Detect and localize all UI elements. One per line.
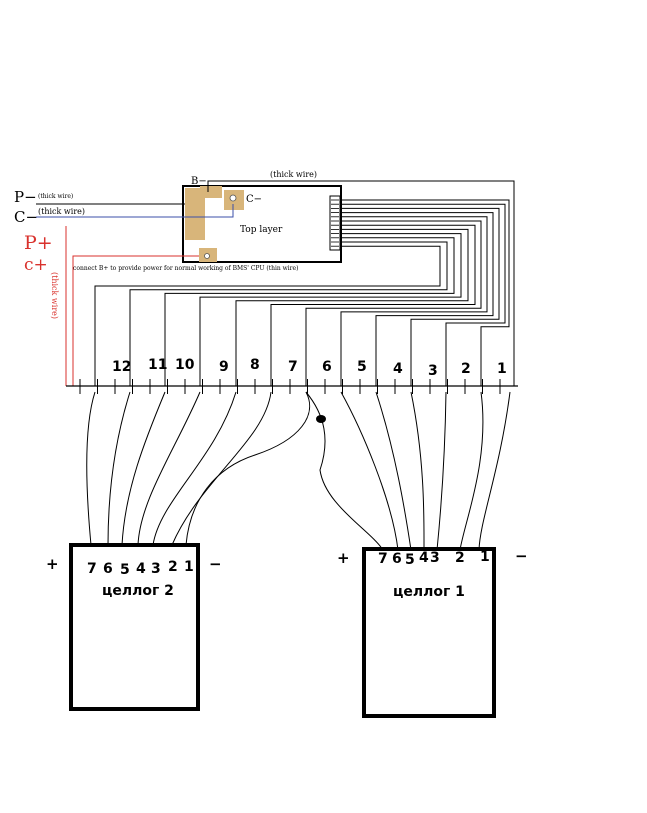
pack2-pin-5: 5 <box>120 562 130 578</box>
p-minus-note: (thick wire) <box>38 193 73 200</box>
pack-2: + − 7 6 5 4 3 2 1 целлог 2 <box>46 543 222 711</box>
balance-wire <box>94 245 441 386</box>
tap-label-1: 1 <box>497 361 507 377</box>
pack2-plus: + <box>46 555 59 573</box>
pack2-box <box>69 543 200 711</box>
balance-wire <box>164 237 455 386</box>
balance-wire <box>270 224 476 386</box>
wire-pack2-1 <box>185 391 311 546</box>
p-plus-label: P+ <box>24 232 53 254</box>
pack2-pin-6: 6 <box>103 561 113 577</box>
tap-label-3: 3 <box>428 363 438 379</box>
c-minus-note: (thick wire) <box>38 207 85 216</box>
tap-label-12: 12 <box>112 359 131 375</box>
b-minus-thick-wire <box>207 180 515 386</box>
pack1-pin-3: 3 <box>430 550 440 566</box>
pack1-box <box>362 547 496 718</box>
wire-pack2-2 <box>171 391 272 546</box>
board-title: Top layer <box>240 225 283 235</box>
pack1-pin-1: 1 <box>480 549 490 565</box>
p-minus-label: P− <box>14 188 37 206</box>
pack2-pin-2: 2 <box>168 559 178 575</box>
wire-pack2-7 <box>86 391 96 546</box>
tap-bus: 12 11 10 9 8 7 6 5 4 3 2 1 <box>66 357 518 394</box>
balance-wire <box>235 228 469 386</box>
pack1-minus: − <box>515 547 528 565</box>
tap-label-9: 9 <box>219 359 229 375</box>
balance-wire <box>340 207 500 386</box>
tap-label-7: 7 <box>288 359 298 375</box>
thick-wire-top-label: (thick wire) <box>270 170 317 179</box>
balance-wires <box>94 199 510 386</box>
pack2-pin-4: 4 <box>136 561 146 577</box>
pack2-pin-7: 7 <box>87 561 97 577</box>
pack-1: + − 7 6 5 4 3 2 1 целлог 1 <box>337 547 528 718</box>
b-minus-pad <box>200 186 222 198</box>
balance-wire <box>340 203 506 386</box>
tap-label-11: 11 <box>148 357 167 373</box>
tap-ticks <box>79 379 501 394</box>
wire-pack1-1 <box>478 391 511 551</box>
pack1-pin-6: 6 <box>392 551 402 567</box>
balance-wire <box>340 216 488 386</box>
tap-labels: 12 11 10 9 8 7 6 5 4 3 2 1 <box>112 357 507 379</box>
balance-wire <box>199 233 462 386</box>
c-minus-label: C− <box>14 208 38 226</box>
wire-pack1-6 <box>340 391 399 551</box>
wire-pack2-6 <box>107 391 131 546</box>
pack2-minus: − <box>209 555 222 573</box>
pack1-plus: + <box>337 549 350 567</box>
pack2-name: целлог 2 <box>102 583 174 599</box>
c-plus-label: c+ <box>24 255 48 275</box>
wire-pack1-4 <box>410 391 425 551</box>
red-b-plus-wire <box>72 255 199 386</box>
pack1-pin-4: 4 <box>419 550 429 566</box>
vertical-thick-wire-note: (thick wire) <box>50 272 59 319</box>
b-minus-label: B− <box>191 176 207 187</box>
balance-wire <box>305 220 482 386</box>
balance-wire <box>340 199 510 386</box>
wire-pack2-5 <box>121 391 166 546</box>
c-minus-pad-label: C− <box>246 194 262 205</box>
pack1-pin-2: 2 <box>455 550 465 566</box>
pack1-pin-7: 7 <box>378 551 388 567</box>
tap-label-6: 6 <box>322 359 332 375</box>
connect-note: connect B+ to provide power for normal w… <box>73 265 298 272</box>
wire-pack1-2 <box>459 391 484 551</box>
bms-board: Top layer B− C− (thick wire) connect B+ … <box>73 170 342 272</box>
junction-dot <box>316 415 326 423</box>
p-minus-pad <box>185 188 205 240</box>
wire-pack2-3 <box>152 391 237 546</box>
wire-pack2-4 <box>137 391 201 546</box>
balance-wire <box>340 212 494 386</box>
tap-label-2: 2 <box>461 361 471 377</box>
balance-wire <box>129 241 448 386</box>
tap-label-8: 8 <box>250 357 260 373</box>
left-labels: P− (thick wire) C− (thick wire) P+ c+ (t… <box>14 188 85 319</box>
pack-wires <box>86 391 511 551</box>
tap-label-10: 10 <box>175 357 195 373</box>
pack2-pin-3: 3 <box>151 561 161 577</box>
b-plus-hole <box>204 253 210 259</box>
tap-label-4: 4 <box>393 361 403 377</box>
wire-pack1-3 <box>436 391 447 551</box>
board-wires <box>36 180 515 386</box>
c-minus-wire <box>36 204 234 218</box>
c-minus-hole <box>229 194 237 202</box>
connector-pins <box>331 199 339 247</box>
wire-pack1-7 <box>305 391 384 551</box>
tap-label-5: 5 <box>357 359 367 375</box>
pack2-pin-1: 1 <box>184 559 194 575</box>
pack1-name: целлог 1 <box>393 584 465 600</box>
pack1-pin-5: 5 <box>405 552 415 568</box>
balance-connector <box>329 195 341 251</box>
wire-pack1-5 <box>375 391 412 551</box>
